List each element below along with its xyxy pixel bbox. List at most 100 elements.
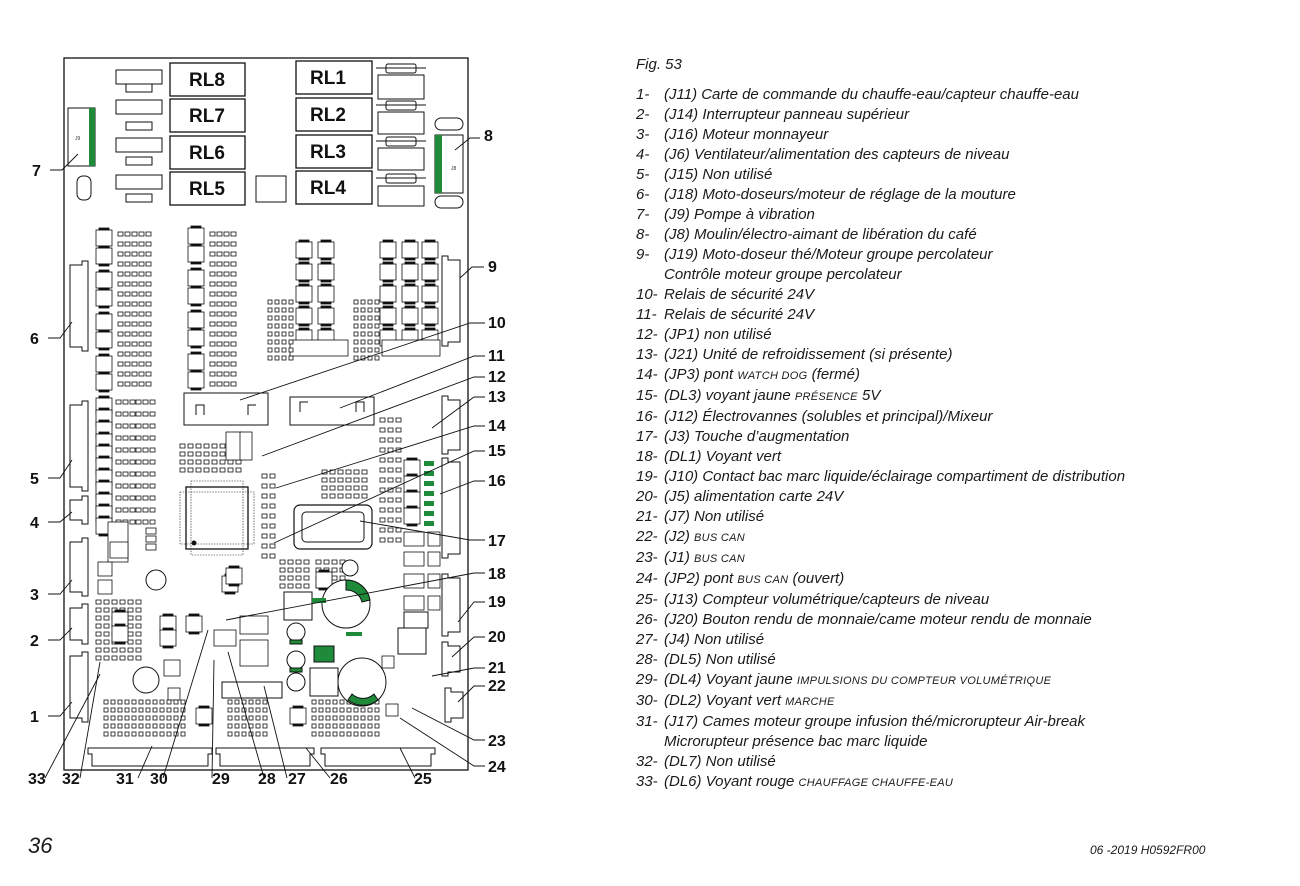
pcb-component	[379, 417, 386, 423]
pcb-component	[424, 301, 436, 305]
pcb-component	[332, 723, 338, 729]
pcb-component	[287, 567, 294, 573]
pcb-component	[379, 241, 397, 259]
pcb-component	[211, 451, 218, 457]
pcb-component	[353, 723, 359, 729]
pcb-component	[117, 381, 124, 387]
pcb-component	[360, 707, 366, 713]
pcb-component	[190, 327, 202, 331]
relay-rl4: RL4	[295, 170, 373, 205]
legend-text-part: (DL2) Voyant vert	[664, 692, 786, 709]
legend-text-part: (J1)	[664, 549, 694, 566]
pcb-component	[117, 361, 124, 367]
pcb-component	[379, 457, 386, 463]
legend-item: 13-(J21) Unité de refroidissement (si pr…	[636, 345, 1286, 365]
pcb-component	[145, 291, 152, 297]
pcb-component	[129, 519, 136, 525]
pcb-component	[223, 381, 230, 387]
pcb-component	[228, 583, 240, 587]
legend-item: 28-(DL5) Non utilisé	[636, 650, 1286, 670]
pcb-component	[360, 723, 366, 729]
pcb-component	[401, 241, 419, 259]
pcb-component	[269, 473, 276, 479]
pcb-component	[127, 655, 134, 661]
pcb-component	[103, 615, 110, 621]
legend-item: 21-(J7) Non utilisé	[636, 507, 1286, 527]
pcb-component	[379, 507, 386, 513]
pcb-component	[353, 299, 359, 305]
pcb-component	[166, 723, 172, 729]
pcb-component	[129, 447, 136, 453]
pcb-component	[124, 371, 131, 377]
pcb-component	[110, 699, 116, 705]
pcb-component	[173, 723, 179, 729]
pcb-component	[173, 715, 179, 721]
pcb-component	[288, 315, 294, 321]
pcb-component	[103, 707, 109, 713]
pcb-component	[124, 351, 131, 357]
pcb-component	[374, 331, 380, 337]
legend-text-part: (J13) Compteur volumétrique/capteurs de …	[664, 591, 990, 608]
callout-17: 17	[488, 533, 506, 550]
pcb-component	[145, 321, 152, 327]
pcb-component	[211, 467, 218, 473]
pcb-component	[149, 459, 156, 465]
pcb-component	[274, 299, 280, 305]
legend-number: 10-	[636, 286, 658, 303]
pcb-component	[135, 599, 142, 605]
legend-text: (J13) Compteur volumétrique/capteurs de …	[664, 590, 989, 610]
pcb-component	[216, 331, 223, 337]
pcb-component	[406, 473, 418, 477]
pcb-component	[122, 411, 129, 417]
pcb-component	[195, 459, 202, 465]
relay-rl2: RL2	[295, 97, 373, 132]
pcb-component	[387, 427, 394, 433]
pcb-component	[379, 467, 386, 473]
pcb-component	[382, 327, 394, 331]
pcb-component	[261, 533, 268, 539]
pcb-component	[216, 241, 223, 247]
callout-2: 2	[30, 633, 39, 650]
pcb-component	[142, 423, 149, 429]
pcb-component	[114, 609, 126, 613]
legend-item: 3-(J16) Moteur monnayeur	[636, 125, 1286, 145]
pcb-component	[223, 261, 230, 267]
pcb-component	[223, 341, 230, 347]
pcb-component	[95, 615, 102, 621]
pcb-component	[195, 451, 202, 457]
pcb-component	[288, 347, 294, 353]
pcb-component	[138, 699, 144, 705]
pcb-component	[95, 373, 113, 391]
relay-rl2-label: RL2	[310, 105, 346, 126]
pcb-component	[303, 575, 310, 581]
pcb-component	[339, 707, 345, 713]
pcb-component	[230, 381, 237, 387]
pcb-component	[145, 699, 151, 705]
pcb-component	[98, 389, 110, 393]
pcb-component	[145, 707, 151, 713]
pcb-component	[406, 505, 418, 509]
pcb-component	[332, 715, 338, 721]
pcb-component	[138, 261, 145, 267]
pcb-component	[367, 315, 373, 321]
pcb-component	[288, 299, 294, 305]
callout-26: 26	[330, 771, 348, 788]
pcb-component	[149, 447, 156, 453]
relay-rl8: RL8	[169, 62, 246, 97]
legend-item: 4-(J6) Ventilateur/alimentation des capt…	[636, 145, 1286, 165]
pcb-component	[103, 723, 109, 729]
pcb-component	[325, 707, 331, 713]
legend-number: 7-	[636, 206, 650, 223]
pcb-component	[103, 647, 110, 653]
pcb-component	[267, 339, 273, 345]
pcb-component	[241, 715, 247, 721]
pcb-component	[110, 707, 116, 713]
pcb-component	[114, 641, 126, 645]
legend-text-part: (J6) Ventilateur/alimentation des capteu…	[664, 146, 1010, 163]
pcb-component	[367, 339, 373, 345]
pcb-component	[115, 507, 122, 513]
pcb-component	[119, 655, 126, 661]
pcb-component	[353, 715, 359, 721]
pcb-component	[124, 699, 130, 705]
pcb-component	[135, 435, 142, 441]
